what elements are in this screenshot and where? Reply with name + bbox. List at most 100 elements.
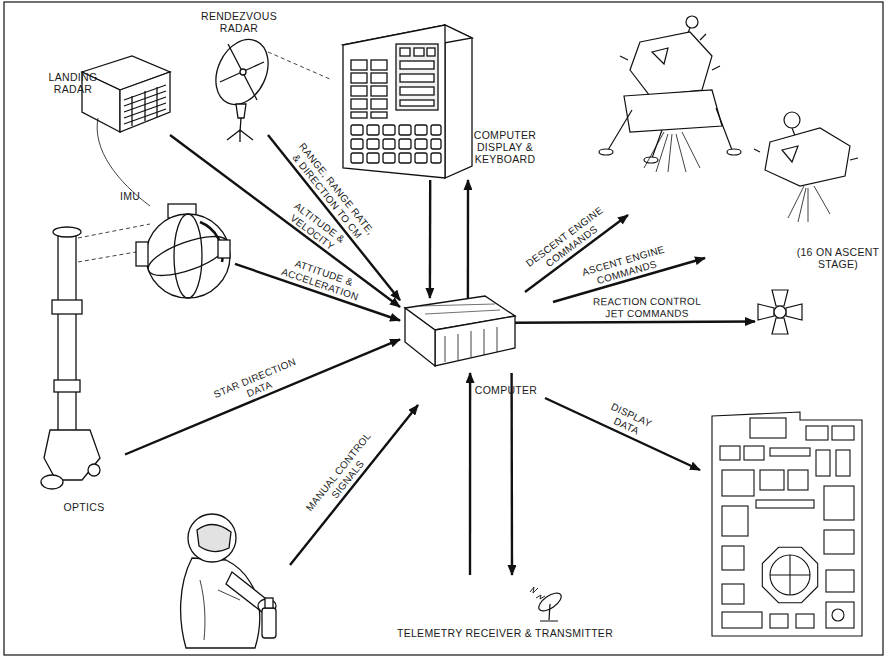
rendezvous-radar-drawing <box>227 130 253 142</box>
command-arrows <box>290 405 418 565</box>
landing-radar-drawing <box>131 96 132 126</box>
computer-drawing <box>420 304 495 306</box>
astronaut-drawing <box>188 514 236 562</box>
dsky-drawing <box>415 139 427 149</box>
dsky-drawing <box>371 99 387 109</box>
rcs-jet-drawing <box>758 290 802 334</box>
component-node: COMPUTER DISPLAY & KEYBOARD <box>335 15 475 180</box>
telemetry-dish-drawing <box>530 587 545 599</box>
dsky-drawing <box>400 61 434 69</box>
dsky-drawing <box>383 125 395 135</box>
lunar-module-drawing <box>644 157 658 163</box>
telemetry-dish-drawing <box>530 587 564 621</box>
computer-drawing <box>497 327 498 352</box>
landing-radar-drawing <box>120 72 170 132</box>
ascent-stage-drawing <box>754 149 858 160</box>
dsky-drawing <box>367 125 379 135</box>
rendezvous-radar-drawing <box>240 69 246 75</box>
component-label: COMPUTER DISPLAY & KEYBOARD <box>463 129 547 165</box>
signal-arrow <box>515 322 755 323</box>
rcs-jet-drawing <box>772 290 788 306</box>
dsky-drawing <box>445 25 472 178</box>
component-node: COMPUTER <box>400 298 515 373</box>
signal-label: MANUAL CONTROL SIGNALS <box>302 430 382 522</box>
display-panel-drawing <box>744 446 764 460</box>
landing-radar-drawing <box>97 118 150 206</box>
ascent-stage-drawing <box>788 186 830 222</box>
display-panel-drawing <box>722 612 762 628</box>
display-panel-drawing <box>826 602 854 628</box>
signal-arrow <box>469 373 472 575</box>
dsky-drawing <box>343 25 472 178</box>
component-label: RENDEZVOUS RADAR <box>197 10 281 34</box>
display-panel-drawing <box>788 470 808 490</box>
dsky-drawing <box>351 60 367 70</box>
dsky-drawing <box>371 73 387 83</box>
signal-arrow <box>268 135 400 300</box>
dsky-drawing <box>371 60 387 70</box>
telemetry-dish-drawing <box>540 604 558 621</box>
lunar-module-drawing <box>644 132 700 172</box>
component-label: (16 ON ASCENT STAGE) <box>793 246 883 270</box>
component-node: RENDEZVOUS RADAR <box>205 40 275 135</box>
component-node: OPTICS <box>40 225 125 495</box>
lunar-module-drawing <box>652 48 668 64</box>
command-arrows <box>290 215 705 565</box>
ascent-stage-drawing <box>765 128 850 186</box>
dsky-drawing <box>399 139 411 149</box>
display-panel-drawing <box>712 412 862 636</box>
optics-drawing <box>52 300 82 314</box>
display-panel-drawing <box>762 547 817 602</box>
optics-drawing <box>88 464 100 476</box>
imu-drawing <box>136 242 148 266</box>
computer-drawing <box>471 331 472 357</box>
rcs-jet-drawing <box>774 306 786 318</box>
optics-drawing <box>54 380 80 392</box>
rcs-jet-drawing <box>758 304 774 320</box>
dsky-drawing <box>415 153 427 163</box>
rendezvous-radar-drawing <box>236 104 246 118</box>
display-panel-drawing <box>789 555 790 595</box>
display-panel-drawing <box>806 426 828 440</box>
lunar-module-drawing <box>624 90 722 132</box>
astronaut-drawing <box>181 558 260 648</box>
optics-drawing <box>58 232 76 432</box>
display-panel-drawing <box>722 470 754 496</box>
optics-drawing <box>41 224 150 489</box>
rcs-jet-drawing <box>772 318 788 334</box>
dsky-drawing <box>431 125 441 135</box>
astronaut-drawing <box>262 608 276 638</box>
optics-drawing <box>78 224 150 238</box>
dsky-drawing <box>431 153 441 163</box>
lunar-module-drawing <box>630 32 712 96</box>
rendezvous-radar-drawing <box>268 52 332 80</box>
component-label: COMPUTER <box>466 384 546 396</box>
display-panel-drawing <box>712 412 862 636</box>
dsky-drawing <box>400 74 434 82</box>
optics-drawing <box>53 227 81 237</box>
lunar-module-drawing <box>599 16 741 172</box>
dsky-drawing <box>383 153 395 163</box>
rendezvous-radar-drawing <box>206 31 278 113</box>
component-label: OPTICS <box>48 501 120 513</box>
signal-label: ATTITUDE & ACCELERATION <box>277 253 368 303</box>
signal-label: DISPLAY DATA <box>598 399 658 443</box>
command-arrows <box>545 398 700 470</box>
signal-label: STAR DIRECTION DATA <box>208 354 305 412</box>
component-node: IMU <box>135 205 235 300</box>
rcs-jet-drawing <box>786 304 802 320</box>
display-panel-drawing <box>720 446 740 460</box>
dsky-drawing <box>396 44 438 110</box>
computer-drawing <box>435 316 515 366</box>
rendezvous-radar-drawing <box>228 44 257 100</box>
dsky-drawing <box>383 139 395 149</box>
lunar-module-drawing <box>620 34 720 70</box>
dsky-drawing <box>351 73 367 83</box>
astronaut-drawing <box>200 580 240 640</box>
computer-drawing <box>458 334 459 360</box>
display-panel-drawing <box>770 555 810 595</box>
optics-drawing <box>78 252 136 262</box>
dsky-drawing <box>399 125 411 135</box>
